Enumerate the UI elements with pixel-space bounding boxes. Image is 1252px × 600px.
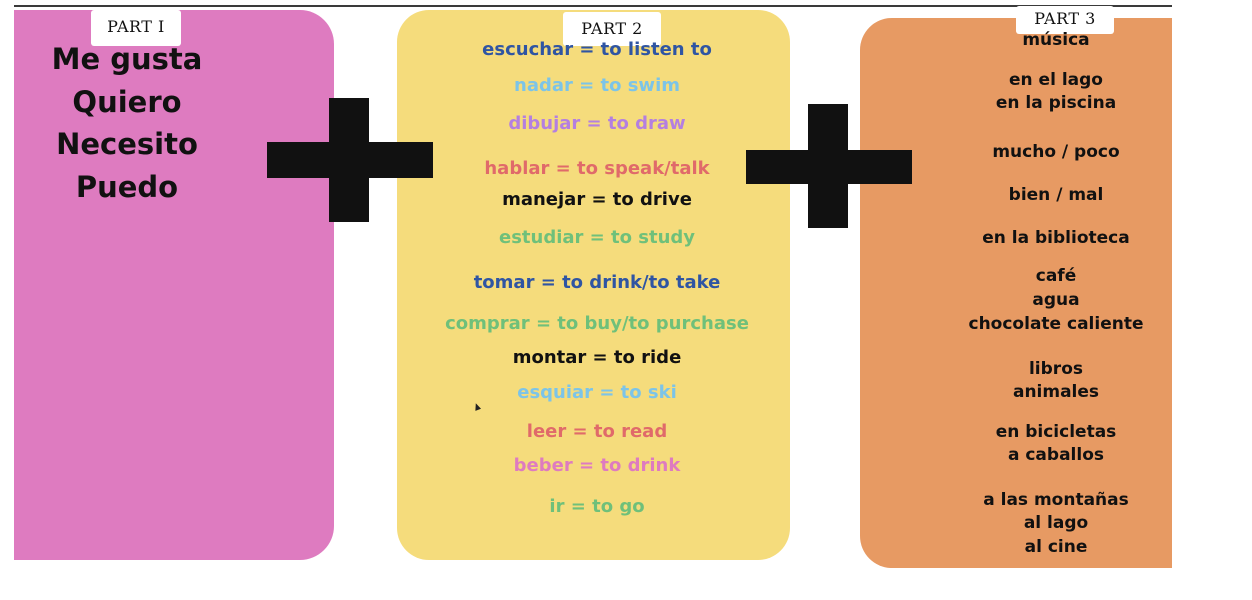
phrase-item: bien / mal — [1008, 185, 1104, 205]
phrase-item: en la piscina — [995, 93, 1117, 113]
part1-word: Quiero — [72, 85, 182, 119]
phrase-item: al cine — [1024, 537, 1088, 557]
verb-item: esquiar = to ski — [517, 382, 677, 403]
verb-item: beber = to drink — [513, 455, 681, 476]
verb-item: hablar = to speak/talk — [484, 158, 710, 179]
verb-item: manejar = to drive — [502, 189, 692, 210]
plus-icon — [267, 98, 433, 222]
part3-label: PART 3 — [1016, 6, 1114, 34]
verb-item: nadar = to swim — [514, 75, 680, 96]
part2-label: PART 2 — [563, 12, 661, 46]
part3-panel — [860, 18, 1172, 568]
phrase-item: al lago — [1023, 513, 1089, 533]
phrase-item: en bicicletas — [995, 422, 1117, 442]
part1-word: Puedo — [75, 170, 179, 204]
part1-word: Me gusta — [51, 42, 203, 76]
verb-item: leer = to read — [526, 421, 668, 442]
verb-item: dibujar = to draw — [508, 113, 686, 134]
phrase-item: en la biblioteca — [982, 228, 1130, 248]
phrase-item: música — [1022, 30, 1090, 50]
verb-item: ir = to go — [549, 496, 645, 517]
part2-panel — [397, 10, 790, 560]
part1-word: Necesito — [56, 127, 198, 161]
part1-label: PART I — [91, 10, 181, 46]
phrase-item: a caballos — [1007, 445, 1105, 465]
verb-item: escuchar = to listen to — [482, 39, 712, 60]
verb-item: tomar = to drink/to take — [473, 272, 721, 293]
phrase-item: libros — [1028, 359, 1083, 379]
phrase-item: animales — [1012, 382, 1100, 402]
phrase-item: agua — [1032, 290, 1080, 310]
phrase-item: chocolate caliente — [968, 314, 1144, 334]
phrase-item: en el lago — [1009, 70, 1103, 90]
part1-panel — [14, 10, 334, 560]
phrase-item: a las montañas — [983, 490, 1129, 510]
verb-item: estudiar = to study — [498, 227, 696, 248]
top-rule — [14, 5, 1172, 7]
verb-item: comprar = to buy/to purchase — [445, 313, 749, 334]
verb-item: montar = to ride — [512, 347, 682, 368]
plus-icon — [746, 104, 912, 228]
phrase-item: café — [1035, 266, 1077, 286]
phrase-item: mucho / poco — [992, 142, 1120, 162]
